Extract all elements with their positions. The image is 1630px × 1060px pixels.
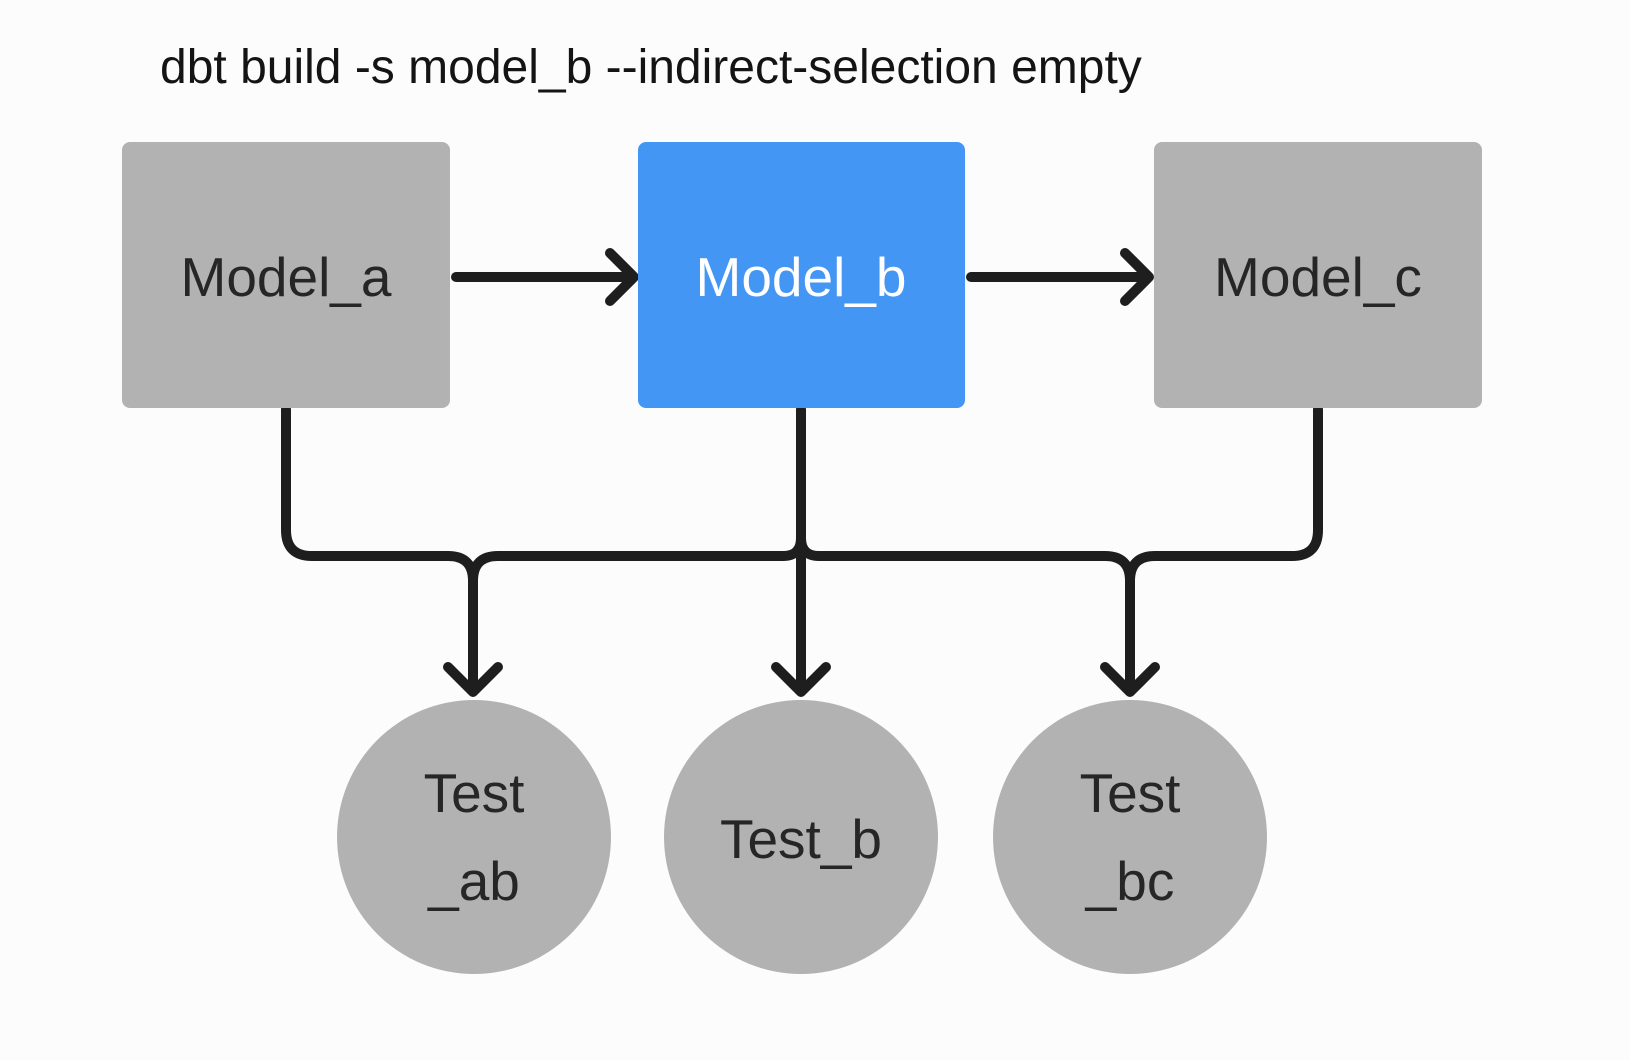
diagram-title: dbt build -s model_b --indirect-selectio… <box>160 41 1142 94</box>
node-model-c-label: Model_c <box>1214 246 1422 308</box>
node-model-c <box>1154 142 1482 408</box>
arrowhead-test-ab <box>443 662 503 697</box>
node-test-ab <box>337 700 611 974</box>
arrowhead-model-c <box>1120 248 1154 306</box>
node-model-b <box>638 142 965 408</box>
arrowhead-test-b <box>771 662 831 697</box>
edge-bus-right <box>796 533 1135 586</box>
node-test-bc <box>993 700 1267 974</box>
node-model-a <box>122 142 450 408</box>
node-test-bc-label-line2: _bc <box>1085 850 1175 912</box>
arrowhead-model-b <box>605 248 639 306</box>
edge-model-a-to-test-ab <box>281 404 478 693</box>
node-test-ab-label-line1: Test <box>424 762 525 824</box>
edge-model-c-to-test-bc <box>1125 404 1323 693</box>
node-test-bc-label-line1: Test <box>1080 762 1181 824</box>
node-model-a-label: Model_a <box>181 246 392 308</box>
node-model-b-label: Model_b <box>696 246 907 308</box>
node-test-b <box>664 700 938 974</box>
node-test-b-label: Test_b <box>720 808 882 870</box>
edge-bus-left <box>468 533 806 586</box>
arrowhead-test-bc <box>1100 662 1160 697</box>
node-test-ab-label-line2: _ab <box>427 850 520 912</box>
